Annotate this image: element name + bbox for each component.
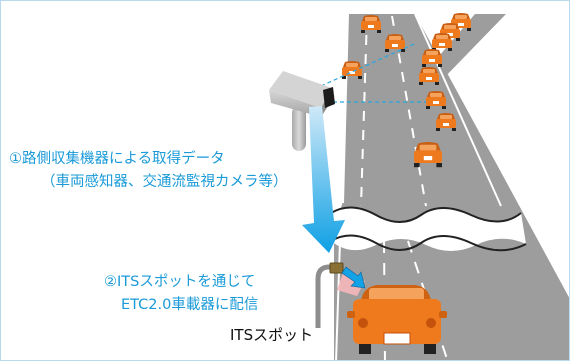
- camera-view-lines: [320, 43, 426, 103]
- car-icon: [432, 33, 452, 51]
- its-spot-antenna-icon: [315, 262, 366, 328]
- collection-title-label: ①路側収集機器による取得データ: [9, 151, 225, 167]
- delivery-label-line2: ETC2.0車載器に配信: [121, 297, 259, 313]
- data-flow-arrow: [302, 106, 345, 253]
- collection-sub-label: （車両感知器、交通流監視カメラ等）: [41, 174, 288, 190]
- delivery-label-line1: ②ITSスポットを通じて: [104, 274, 256, 290]
- roadside-camera-icon: [269, 71, 335, 151]
- car-icon: [347, 285, 447, 354]
- its-spot-label: ITSスポット: [230, 326, 314, 344]
